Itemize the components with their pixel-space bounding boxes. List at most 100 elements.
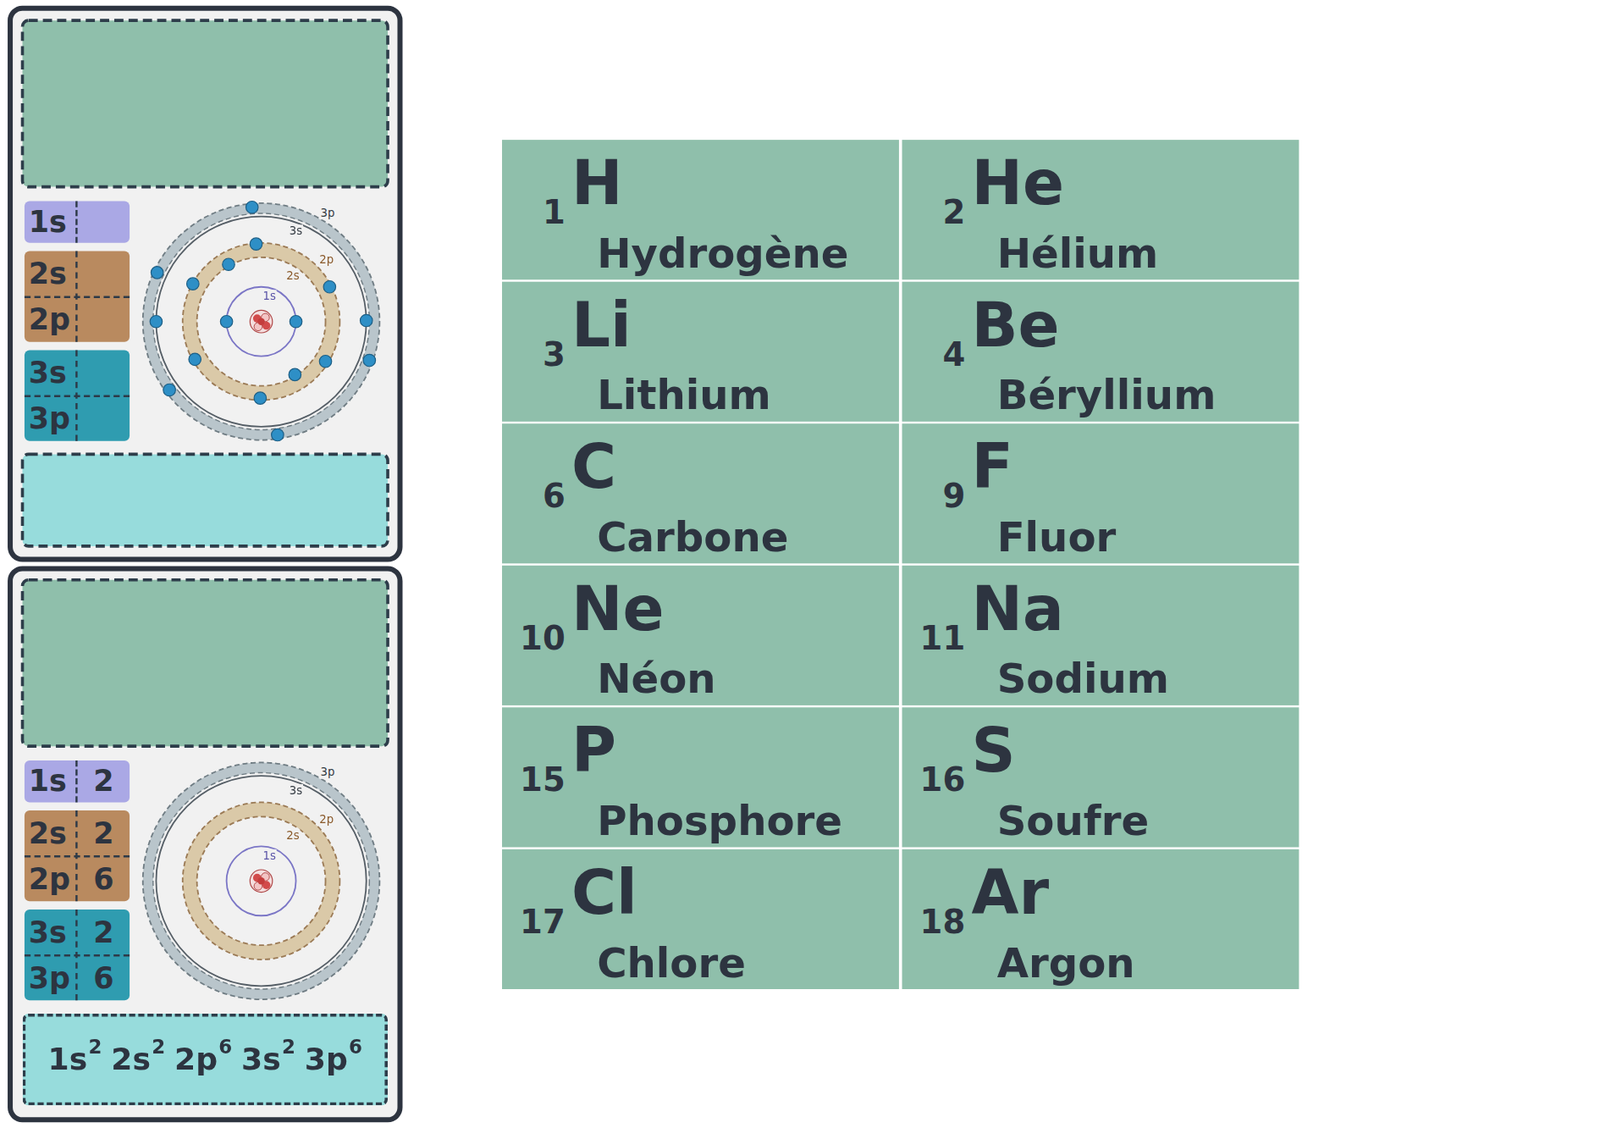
subshell-label: 3s bbox=[241, 1043, 282, 1075]
symbol-area bbox=[22, 20, 389, 187]
electron bbox=[150, 266, 163, 279]
divider bbox=[75, 760, 78, 802]
atomic-number: 11 bbox=[902, 621, 966, 655]
element-symbol: S bbox=[971, 719, 1288, 781]
electron bbox=[188, 353, 201, 365]
electron-count: 2 bbox=[281, 1036, 296, 1056]
electron bbox=[288, 368, 301, 381]
electron bbox=[319, 355, 332, 368]
subshell-label: 3p bbox=[28, 954, 78, 1000]
element-symbol: P bbox=[571, 719, 889, 781]
element-name: Béryllium bbox=[997, 374, 1296, 415]
subshell-label: 2p bbox=[28, 855, 78, 901]
element-cell: 6CCarbone bbox=[502, 423, 900, 563]
element-symbol: Ar bbox=[971, 860, 1288, 922]
subshell-label: 1s bbox=[48, 1043, 89, 1075]
electron bbox=[271, 428, 284, 441]
element-name: Soufre bbox=[997, 800, 1296, 841]
element-symbol: C bbox=[571, 435, 889, 497]
divider bbox=[75, 200, 78, 243]
divider bbox=[24, 855, 130, 857]
subshell-label: 3p bbox=[304, 1043, 348, 1075]
subshell-label: 3p bbox=[28, 396, 78, 442]
element-cell: 16S Soufre bbox=[902, 706, 1300, 847]
atomic-number: 2 bbox=[902, 195, 966, 229]
element-name: Hydrogène bbox=[596, 232, 895, 274]
configuration-area bbox=[22, 453, 389, 546]
divider bbox=[24, 296, 130, 298]
electron bbox=[149, 314, 162, 327]
element-symbol: Ne bbox=[571, 577, 889, 639]
divider bbox=[24, 954, 130, 956]
shell-label: 2p bbox=[318, 811, 335, 826]
card-frame bbox=[10, 8, 400, 560]
subshell-label: 3s bbox=[28, 349, 78, 396]
atomic-number: 4 bbox=[902, 337, 966, 371]
electron bbox=[289, 314, 302, 327]
orbital-box: 2s2p bbox=[24, 251, 130, 343]
atomic-number: 1 bbox=[502, 195, 566, 229]
electron bbox=[222, 258, 235, 271]
shell-label: 3p bbox=[319, 765, 336, 779]
element-name: Lithium bbox=[596, 374, 895, 415]
atomic-number: 17 bbox=[502, 904, 566, 938]
subshell-label: 1s bbox=[28, 200, 78, 243]
shell-label: 3s bbox=[288, 224, 304, 238]
element-name: Phosphore bbox=[596, 800, 895, 841]
subshell-label: 3s bbox=[28, 909, 78, 955]
electron bbox=[220, 314, 232, 327]
element-symbol: Li bbox=[571, 293, 889, 355]
atomic-number: 3 bbox=[502, 337, 566, 371]
shell-label: 1s bbox=[261, 289, 277, 304]
configuration-box: 1s22s22p63s23p6 bbox=[22, 1013, 389, 1105]
electrons bbox=[149, 200, 376, 441]
electron-count: 6 bbox=[218, 1036, 232, 1056]
electron bbox=[245, 200, 258, 213]
element-symbol: F bbox=[971, 435, 1288, 497]
electron-count: 2 bbox=[151, 1036, 166, 1056]
element-symbol: He bbox=[971, 152, 1288, 214]
element-cell: 9FFluor bbox=[902, 423, 1300, 563]
element-cell: 18ArArgon bbox=[902, 849, 1300, 989]
element-cell: 4BeBéryllium bbox=[902, 281, 1300, 422]
subshell-label: 2s bbox=[110, 1043, 151, 1075]
element-cell: 3LiLithium bbox=[502, 281, 900, 422]
atomic-number: 16 bbox=[902, 763, 966, 797]
shell-label: 2s bbox=[285, 269, 301, 283]
shell-label: 3p bbox=[319, 205, 336, 220]
electron-count: 2 bbox=[88, 1036, 102, 1056]
orbital-box: 3s3p bbox=[24, 349, 130, 441]
electron-count: 2 bbox=[77, 810, 130, 856]
element-cell: 2HeHélium bbox=[902, 139, 1300, 280]
card-frame bbox=[10, 568, 400, 1120]
electron bbox=[253, 391, 266, 404]
subshell-label: 2s bbox=[28, 810, 78, 856]
electron bbox=[323, 281, 336, 293]
element-name: Hélium bbox=[997, 232, 1296, 274]
shell-label: 2s bbox=[285, 828, 301, 843]
element-name: Néon bbox=[596, 657, 895, 699]
shell-label: 3s bbox=[288, 783, 304, 798]
shell-label: 1s bbox=[261, 849, 277, 863]
element-symbol: H bbox=[571, 152, 889, 214]
electron bbox=[187, 277, 199, 290]
electron-count: 6 bbox=[77, 954, 130, 1000]
subshell-label: 1s bbox=[28, 760, 78, 802]
atom-model bbox=[143, 761, 381, 999]
element-symbol: Na bbox=[971, 577, 1288, 639]
atomic-number: 10 bbox=[502, 621, 566, 655]
electron bbox=[363, 353, 376, 366]
electron-count: 6 bbox=[77, 855, 130, 901]
element-name: Fluor bbox=[997, 516, 1296, 558]
subshell-label: 2p bbox=[28, 297, 78, 343]
element-cell: 10NeNéon bbox=[502, 565, 900, 706]
element-cell: 1H Hydrogène bbox=[502, 139, 900, 280]
electron bbox=[163, 383, 176, 396]
element-cell: 17ClChlore bbox=[502, 849, 900, 989]
element-name: Carbone bbox=[596, 516, 895, 558]
orbital-box: 2s22p6 bbox=[24, 810, 130, 901]
electron bbox=[249, 237, 262, 250]
element-name: Argon bbox=[997, 942, 1296, 983]
orbital-box: 3s23p6 bbox=[24, 909, 130, 1000]
